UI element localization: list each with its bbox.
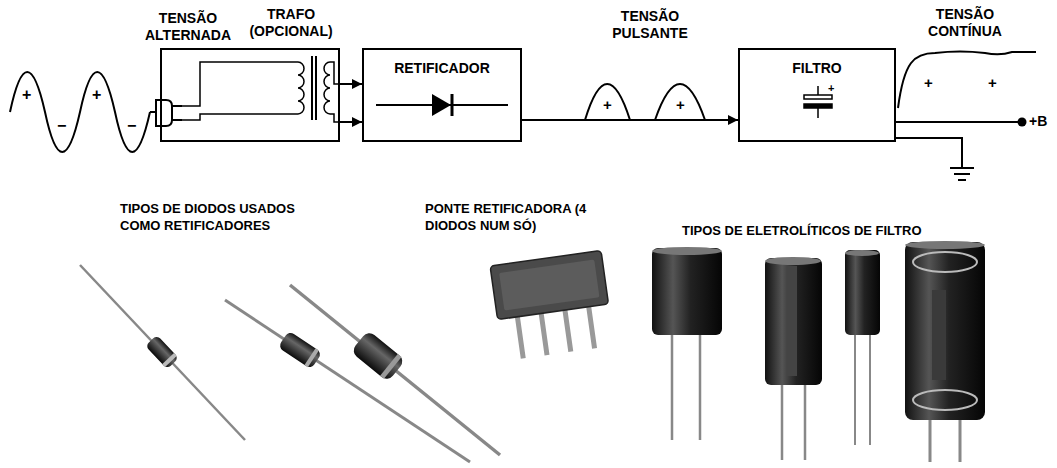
dc-wave [898, 52, 1036, 109]
capacitor-symbol [804, 86, 832, 118]
diode-photo [290, 285, 500, 455]
signal-arrow [340, 83, 362, 85]
polarity-sign: − [127, 117, 136, 134]
polarity-sign: + [676, 96, 685, 113]
capacitor-photo [765, 257, 822, 460]
polarity-sign: + [92, 86, 101, 103]
polarity-sign: + [828, 80, 834, 97]
diode-photo [80, 265, 245, 440]
polarity-sign: − [57, 117, 66, 134]
polarity-sign: + [22, 86, 31, 103]
polarity-sign: +B [1029, 113, 1047, 130]
capacitor-photo [652, 247, 722, 440]
diode-symbol [376, 94, 508, 116]
block-heading: TRAFO (OPCIONAL) [248, 6, 334, 40]
output-wire [896, 121, 1018, 123]
caption-label: TENSÃO CONTÍNUA [915, 6, 1015, 40]
caption-label: PONTE RETIFICADORA (4 DIODOS NUM SÓ) [425, 200, 590, 234]
sine-wave [10, 72, 150, 152]
primary-wire [182, 62, 298, 120]
block-title: RETIFICADOR [394, 60, 490, 77]
block-box: RETIFICADOR [362, 48, 522, 142]
polarity-sign: + [988, 74, 997, 91]
polarity-sign: + [924, 74, 933, 91]
capacitor-photo [845, 250, 880, 445]
output-terminal [1018, 118, 1027, 127]
polarity-sign: + [603, 96, 612, 113]
ground-symbol [896, 138, 974, 180]
block-title: FILTRO [792, 60, 842, 77]
signal-arrow [522, 119, 738, 121]
capacitor-photo [905, 241, 985, 462]
caption-label: TENSÃO PULSANTE [600, 8, 700, 42]
transformer-symbol [298, 56, 340, 122]
caption-label: TIPOS DE DIODOS USADOS COMO RETIFICADORE… [120, 200, 335, 234]
pulsating-wave [585, 84, 705, 120]
signal-arrow [340, 121, 362, 123]
diode-photo [225, 300, 470, 462]
bridge-photo [490, 251, 614, 362]
block-box: FILTRO [738, 48, 896, 142]
block-box: TRAFO (OPCIONAL) [160, 48, 340, 142]
plug-symbol [150, 100, 182, 126]
caption-label: TENSÃO ALTERNADA [138, 10, 238, 44]
caption-label: TIPOS DE ELETROLÍTICOS DE FILTRO [682, 222, 1012, 239]
